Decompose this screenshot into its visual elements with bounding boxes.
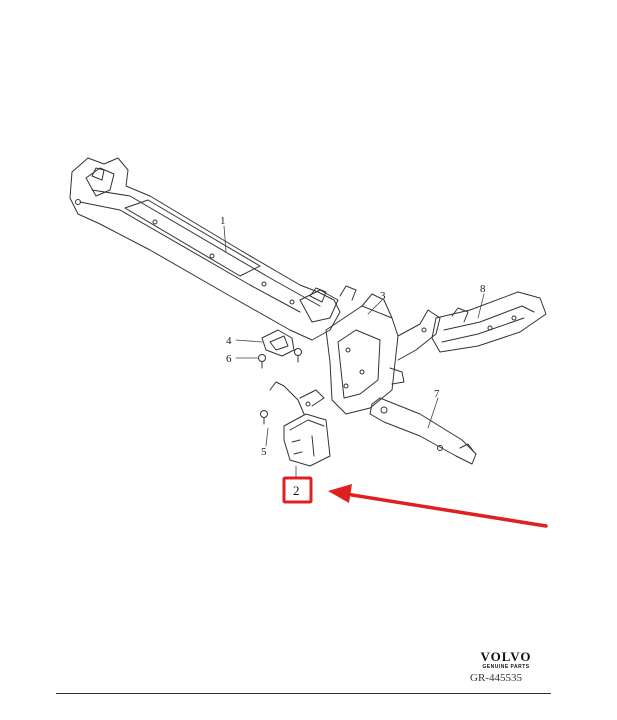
callout-arrow xyxy=(328,484,548,528)
side-rail xyxy=(431,291,547,353)
bolt-part-5 xyxy=(260,410,268,425)
mounting-block xyxy=(269,381,331,467)
part-label-3: 3 xyxy=(380,290,386,302)
part-label-1: 1 xyxy=(220,215,226,227)
crossmember-beam xyxy=(69,157,357,341)
side-bracket xyxy=(325,293,441,415)
part-label-6: 6 xyxy=(226,353,232,365)
leader-lines xyxy=(223,225,485,479)
bolt-part-6 xyxy=(258,348,302,369)
lower-bracket xyxy=(369,397,477,465)
footer-divider xyxy=(56,693,551,694)
part-label-4: 4 xyxy=(226,335,232,347)
reference-code: GR-445535 xyxy=(470,672,522,684)
brand-subtitle: GENUINE PARTS xyxy=(482,664,530,670)
part-label-7: 7 xyxy=(434,388,440,400)
volvo-logo: VOLVO GENUINE PARTS xyxy=(466,650,546,671)
part-label-8: 8 xyxy=(480,283,486,295)
brand-name: VOLVO xyxy=(480,649,532,664)
clip-bracket xyxy=(261,329,295,357)
callout-label: 2 xyxy=(293,483,300,498)
callout-highlight-box xyxy=(282,476,313,504)
part-label-5: 5 xyxy=(261,446,267,458)
